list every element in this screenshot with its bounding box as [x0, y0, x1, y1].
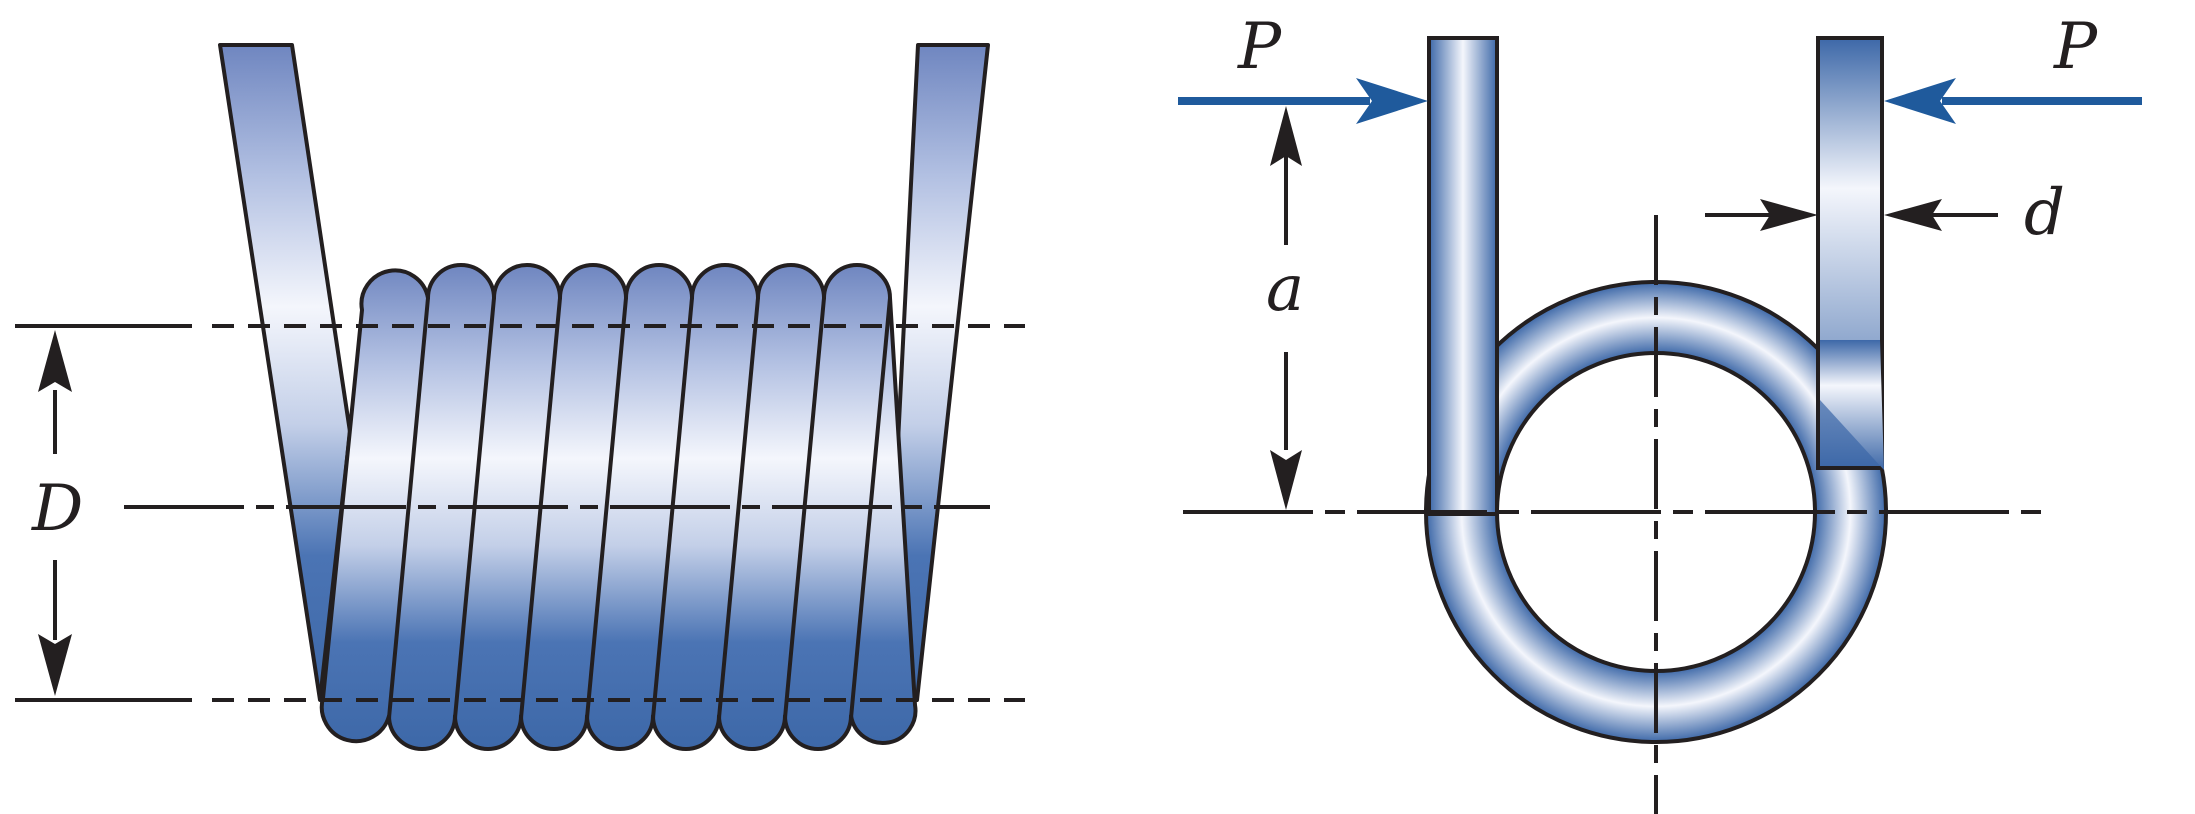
right-arm-cover	[1820, 340, 1884, 470]
coil-turn-line	[387, 297, 430, 719]
coil-turn-line	[585, 297, 628, 719]
load-arrowhead-right	[1884, 78, 1956, 124]
spring-end-view: P P a d	[1178, 10, 2142, 814]
arm-distance-arrowhead-up	[1270, 106, 1302, 166]
diameter-arrowhead-down	[38, 634, 72, 696]
spring-side-view: D	[15, 43, 1025, 751]
coil-turn-line	[717, 297, 760, 719]
wire-diameter-label: d	[2024, 176, 2065, 250]
diameter-arrowhead-up	[38, 330, 72, 392]
wire-diameter-arrowhead-right	[1760, 199, 1818, 231]
arm-distance-arrowhead-down	[1270, 450, 1302, 510]
load-arrowhead-left	[1356, 78, 1428, 124]
diameter-label: D	[31, 472, 83, 546]
left-arm	[1427, 36, 1499, 516]
load-label-left: P	[1237, 10, 1282, 84]
left-leg	[218, 43, 352, 702]
wire-diameter-arrowhead-left	[1884, 199, 1942, 231]
load-label-right: P	[2053, 10, 2098, 84]
arm-distance-label: a	[1266, 252, 1304, 326]
